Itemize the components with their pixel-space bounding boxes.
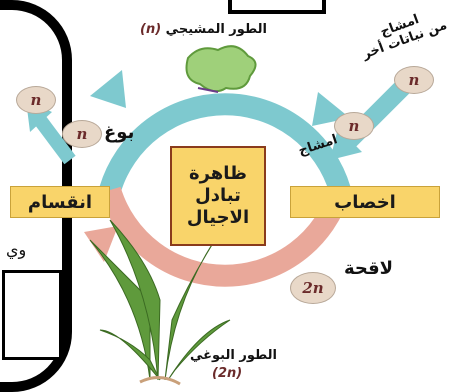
spore-label: بوغ: [104, 122, 135, 143]
incoming-arrowhead: [330, 128, 362, 160]
arrowhead-up-left: [90, 70, 126, 108]
ploidy-2n-zygote-label: 2n: [302, 279, 324, 297]
alternation-of-generations-box: ظاهرة تبادل الاجيال: [170, 146, 266, 246]
haploid-cycle-arc: [99, 93, 351, 194]
fertilization-label: اخصاب: [334, 191, 396, 213]
left-branch-arrow: [34, 115, 76, 165]
fertilization-label-box: اخصاب: [290, 186, 440, 218]
meiosis-label-box: انقسام: [10, 186, 110, 218]
ploidy-n-gametes-label: n: [348, 117, 360, 135]
center-line-1: ظاهرة: [188, 163, 248, 184]
meiosis-label: انقسام: [27, 191, 93, 213]
sporophyte-ploidy: (2n): [212, 366, 243, 381]
ploidy-n-spore-label: n: [76, 125, 88, 143]
gametophyte-label: (n) الطور المشيجي: [140, 22, 267, 37]
ploidy-n-other-plants: n: [394, 66, 434, 94]
bottom-frame-box: [2, 270, 62, 360]
center-line-2: تبادل: [195, 185, 241, 206]
fern-sporophyte: [89, 219, 231, 381]
ploidy-n-gametes: n: [334, 112, 374, 140]
gametophyte-text: الطور المشيجي: [165, 22, 267, 37]
zygote-label: لاقحة: [344, 258, 394, 279]
gametophyte-ploidy: (n): [140, 22, 162, 37]
fern-roots: [139, 376, 181, 386]
top-frame-box: [228, 0, 326, 14]
arrowhead-bottom-left: [84, 226, 118, 262]
partial-text: وي: [6, 240, 27, 259]
ploidy-n-other-plants-label: n: [408, 71, 420, 89]
ploidy-n-spore: n: [62, 120, 102, 148]
ploidy-n-left-label: n: [30, 91, 42, 109]
ploidy-2n-zygote: 2n: [290, 272, 336, 304]
center-line-3: الاجيال: [186, 207, 250, 228]
sporophyte-label: الطور البوغي: [190, 348, 277, 363]
gametophyte-rhizoid: [197, 87, 219, 93]
ploidy-n-left: n: [16, 86, 56, 114]
diploid-cycle-arc: [99, 186, 351, 287]
gametophyte-plant: [185, 45, 257, 93]
